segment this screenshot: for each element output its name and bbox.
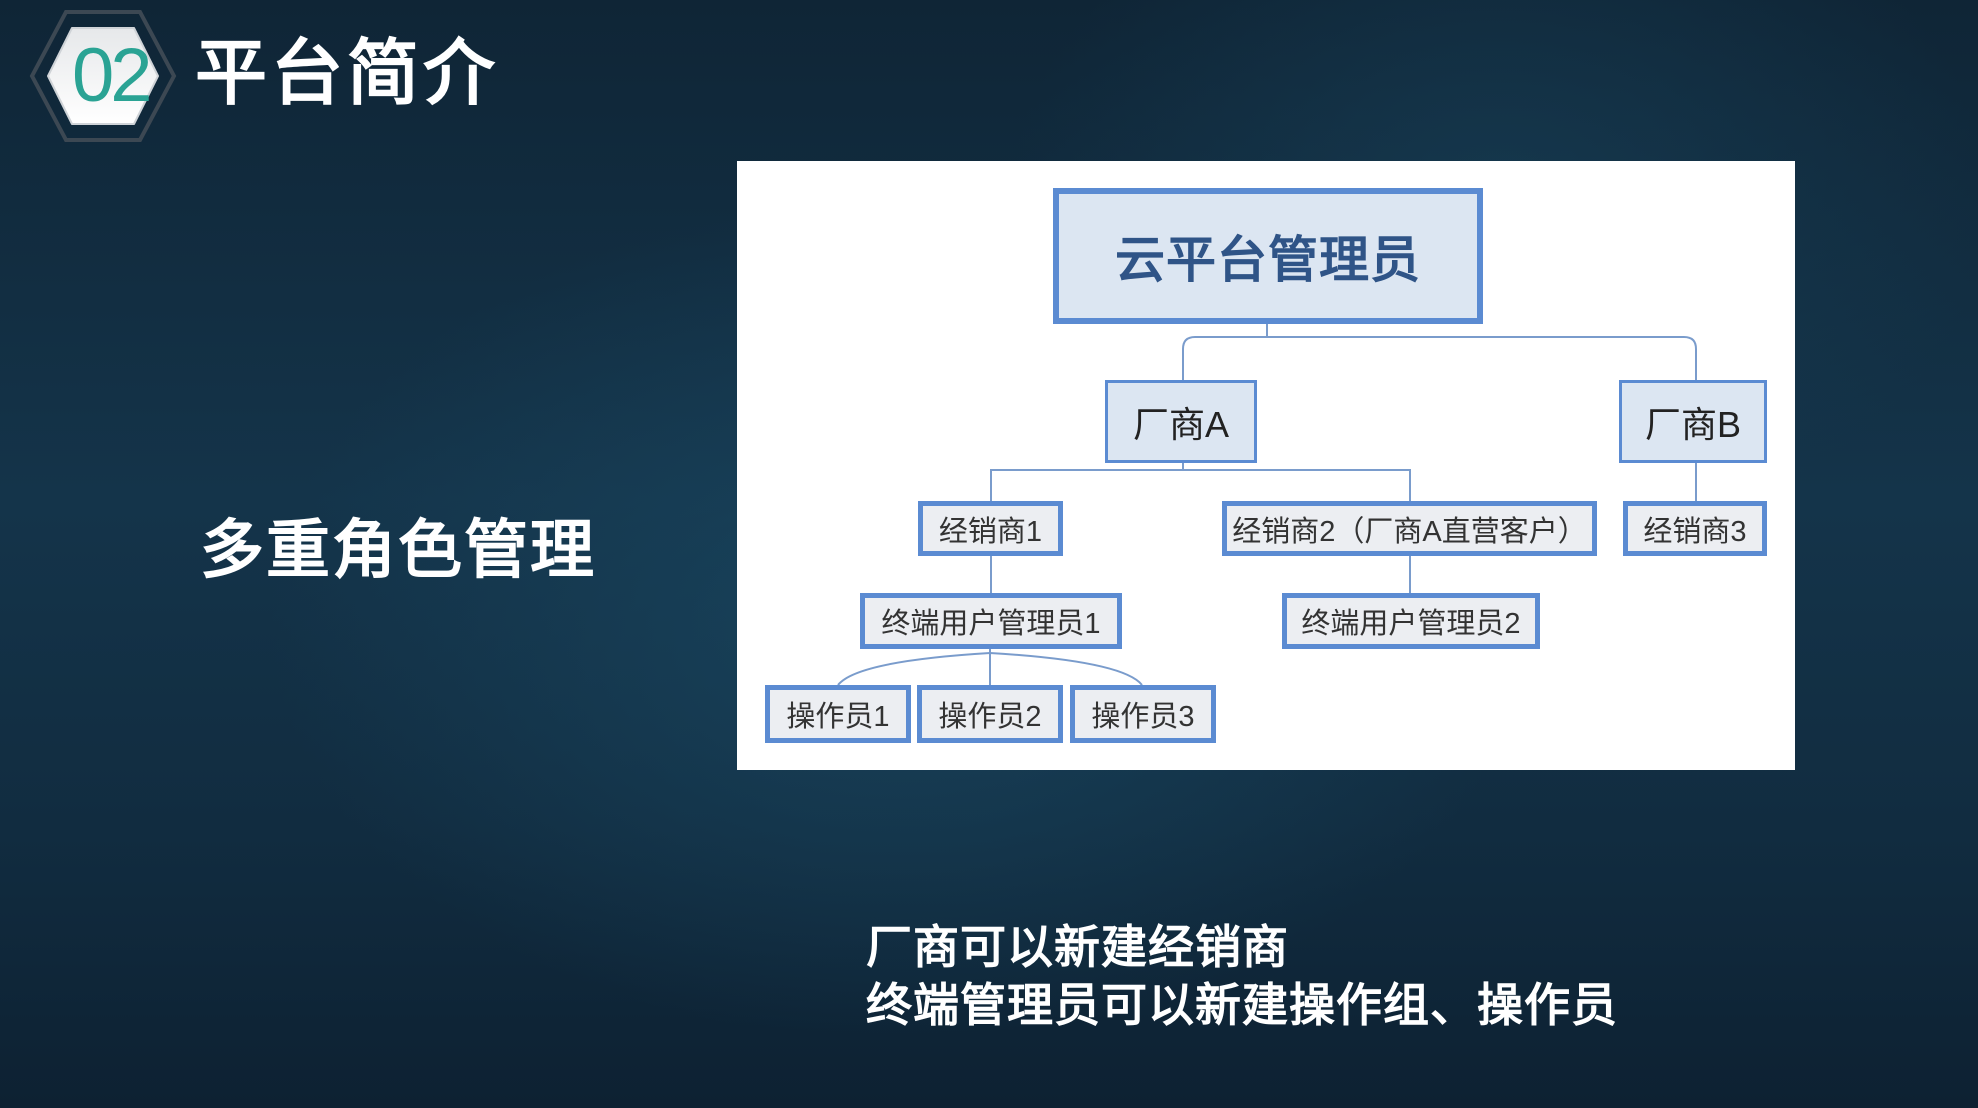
node-dealer-3: 经销商3 (1623, 501, 1767, 556)
note-line-1: 厂商可以新建经销商 (866, 920, 1289, 974)
section-number: 02 (72, 33, 153, 118)
node-operator-1: 操作员1 (765, 685, 911, 743)
node-dealer-1: 经销商1 (918, 501, 1063, 556)
notes: 厂商可以新建经销商 终端管理员可以新建操作组、操作员 (866, 918, 1618, 1034)
note-line-2: 终端管理员可以新建操作组、操作员 (866, 978, 1618, 1032)
node-vendor-a: 厂商A (1105, 380, 1257, 463)
node-terminal-admin-1: 终端用户管理员1 (860, 593, 1122, 649)
node-dealer-2: 经销商2（厂商A直营客户） (1222, 501, 1597, 556)
node-terminal-admin-2: 终端用户管理员2 (1282, 593, 1540, 649)
node-operator-3: 操作员3 (1070, 685, 1216, 743)
node-operator-2: 操作员2 (917, 685, 1063, 743)
side-heading: 多重角色管理 (200, 514, 596, 588)
section-number-badge: 02 (28, 8, 178, 144)
role-hierarchy-diagram: 云平台管理员 厂商A 厂商B 经销商1 经销商2（厂商A直营客户） 经销商3 终… (737, 161, 1795, 770)
connector-lines (837, 323, 1697, 686)
node-vendor-b: 厂商B (1619, 380, 1767, 463)
page-title: 平台简介 (195, 31, 500, 115)
node-cloud-platform-admin: 云平台管理员 (1053, 188, 1483, 324)
hexagon-icon (29, 10, 177, 142)
